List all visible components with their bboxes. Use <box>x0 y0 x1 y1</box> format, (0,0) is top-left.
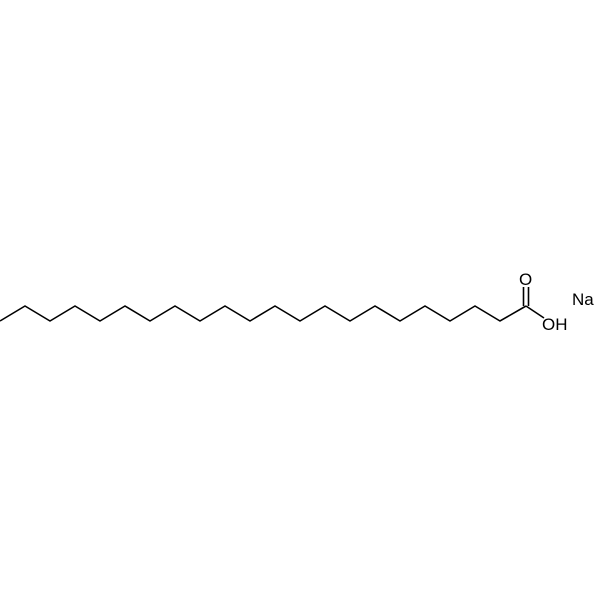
carbonyl-oxygen-label: O <box>519 270 532 289</box>
alkyl-chain-bonds <box>0 305 527 322</box>
c-oh-bond <box>525 305 545 319</box>
hydroxyl-label: OH <box>542 315 568 334</box>
sodium-label: Na <box>572 290 594 309</box>
